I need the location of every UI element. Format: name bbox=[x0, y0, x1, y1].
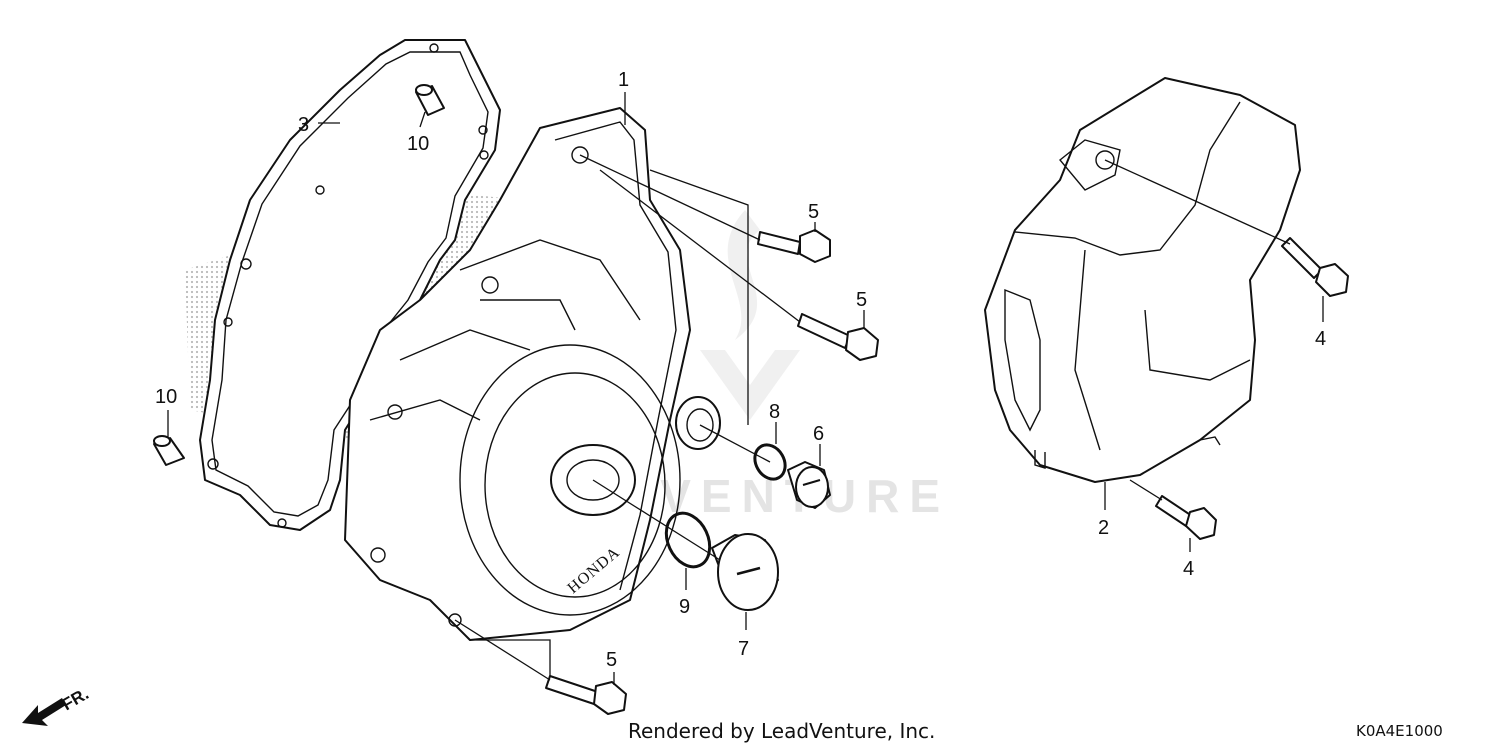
bolt-4-upper bbox=[1281, 237, 1349, 297]
callout-4-lower: 4 bbox=[1183, 558, 1194, 580]
dowel-pin-top bbox=[415, 84, 445, 116]
callout-1: 1 bbox=[618, 69, 629, 91]
callout-10-top: 10 bbox=[407, 133, 429, 155]
callout-9: 9 bbox=[679, 596, 690, 618]
callout-10-left: 10 bbox=[155, 386, 177, 408]
callout-5-middle: 5 bbox=[856, 289, 867, 311]
callout-3: 3 bbox=[298, 114, 309, 136]
dowel-pin-left bbox=[153, 435, 185, 466]
bolt-4-lower bbox=[1155, 495, 1217, 540]
oil-filler-plug-part-6 bbox=[787, 461, 831, 509]
callout-4-upper: 4 bbox=[1315, 328, 1326, 350]
gasket-part-3 bbox=[199, 39, 501, 531]
o-ring-part-8 bbox=[753, 443, 787, 481]
callout-8: 8 bbox=[769, 401, 780, 423]
callout-5-lower: 5 bbox=[606, 649, 617, 671]
bolt-5-upper bbox=[757, 229, 831, 263]
callout-7: 7 bbox=[738, 638, 749, 660]
leader-lines bbox=[167, 92, 1324, 685]
bolt-5-middle bbox=[797, 313, 879, 361]
cover-plug-part-7 bbox=[711, 533, 779, 611]
front-arrow-label: FR. bbox=[59, 684, 92, 714]
bolt-5-lower bbox=[545, 675, 627, 715]
render-credit: Rendered by LeadVenture, Inc. bbox=[628, 719, 936, 743]
o-ring-part-9 bbox=[664, 511, 712, 569]
sprocket-cover-part-2 bbox=[984, 77, 1301, 483]
callout-6: 6 bbox=[813, 423, 824, 445]
diagram-code: K0A4E1000 bbox=[1356, 722, 1443, 740]
callout-2: 2 bbox=[1098, 517, 1109, 539]
callout-5-upper: 5 bbox=[808, 201, 819, 223]
front-direction-arrow: FR. bbox=[22, 684, 92, 726]
